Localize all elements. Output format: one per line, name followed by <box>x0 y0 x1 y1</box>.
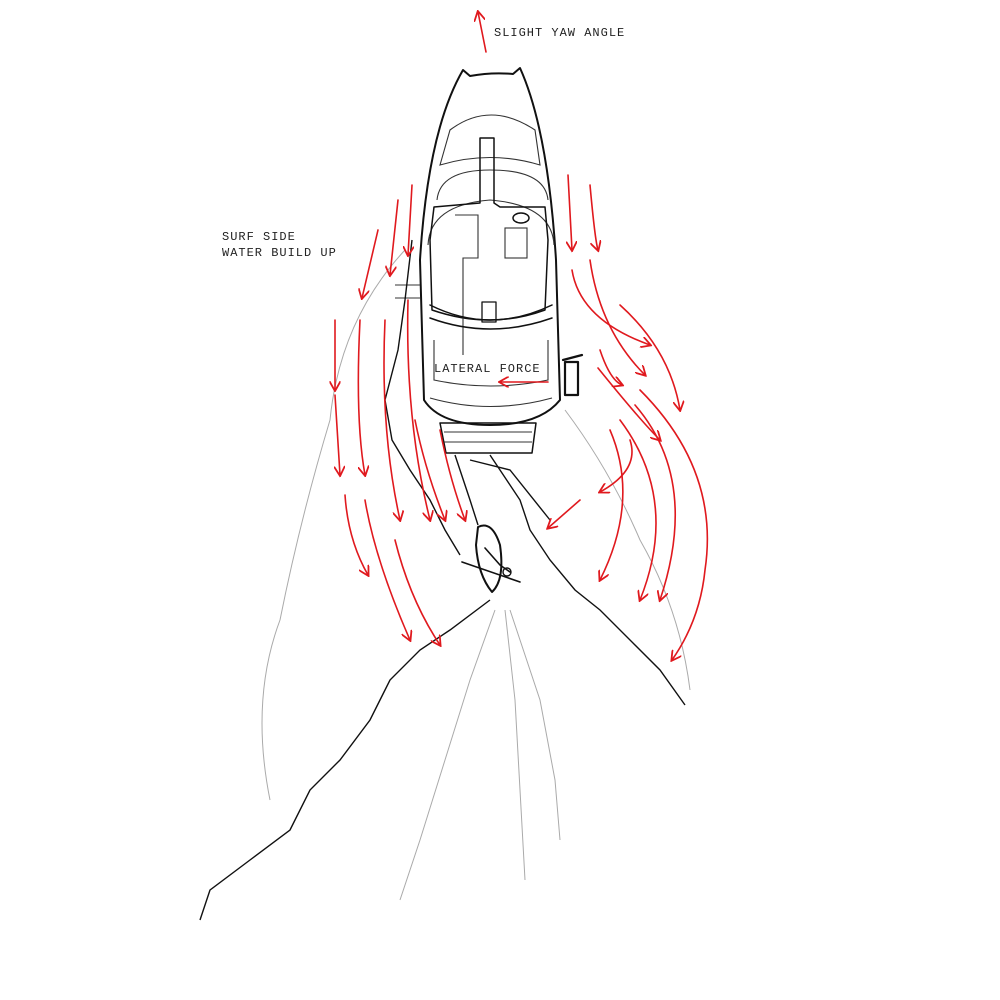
surfboard <box>475 524 503 593</box>
lateral-force-label: LATERAL FORCE <box>434 362 541 376</box>
water-build-up-label: WATER BUILD UP <box>222 246 337 260</box>
steering-wheel <box>512 212 530 224</box>
hull-outline <box>419 67 561 426</box>
tower-bar <box>429 304 553 330</box>
surfer <box>461 524 521 593</box>
walkway <box>429 137 549 321</box>
wake-lines <box>199 239 691 921</box>
flow-arrows-left <box>335 184 465 645</box>
bow-deck <box>439 114 541 166</box>
surf-tab <box>561 353 584 397</box>
swim-platform <box>439 422 537 454</box>
windshield <box>427 199 555 246</box>
surf-side-label: SURF SIDE <box>222 230 296 244</box>
yaw-angle-label: SLIGHT YAW ANGLE <box>494 26 626 40</box>
flow-arrows-right <box>478 12 709 660</box>
yaw-arrow <box>478 12 487 53</box>
boat <box>395 67 584 454</box>
